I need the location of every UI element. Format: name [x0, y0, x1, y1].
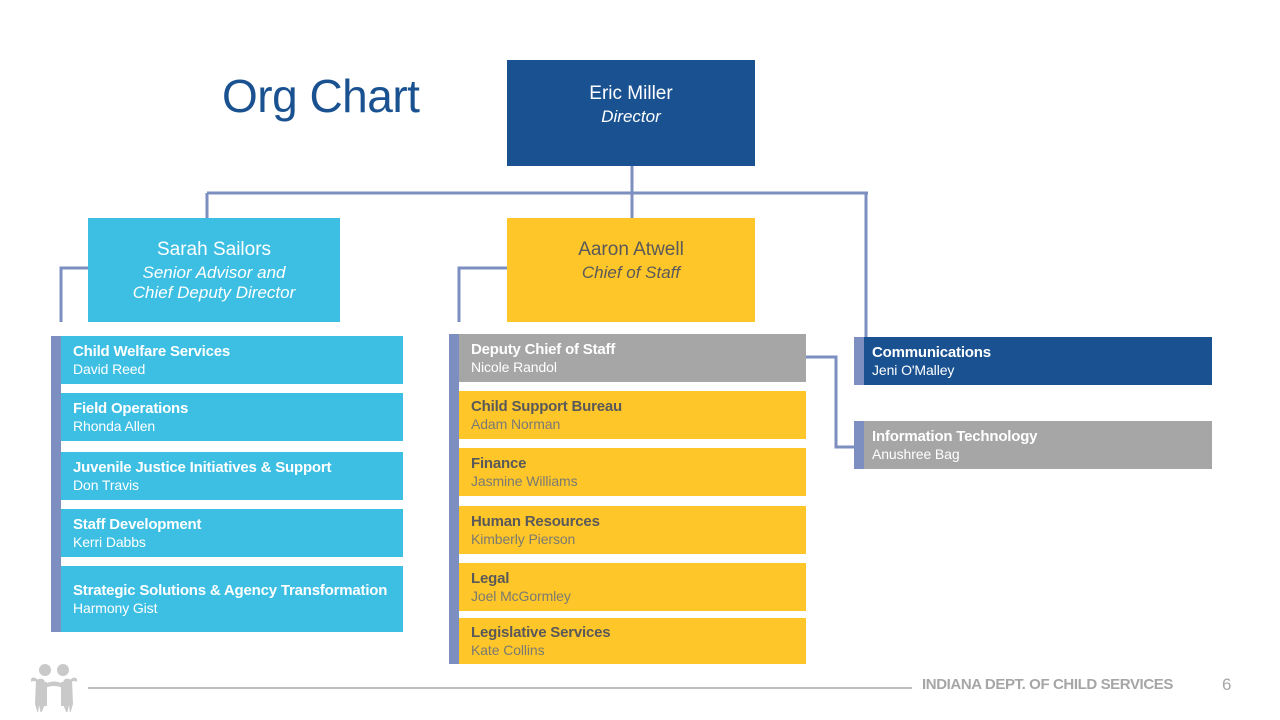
director-role: Director	[601, 107, 661, 126]
unit-title: Legislative Services	[471, 623, 611, 641]
unit-person: Don Travis	[73, 476, 139, 493]
unit-person: Kimberly Pierson	[471, 530, 576, 547]
node-director[interactable]: Eric Miller Director	[507, 60, 755, 166]
unit-title: Legal	[471, 569, 510, 587]
page-number: 6	[1222, 675, 1232, 694]
unit-title: Communications	[872, 343, 991, 361]
unit-person: Jeni O'Malley	[872, 361, 955, 378]
chief-of-staff-name: Aaron Atwell	[578, 239, 684, 260]
unit-title: Child Welfare Services	[73, 342, 231, 360]
senior-advisor-role-line1: Senior Advisor and	[142, 263, 286, 282]
unit-title: Juvenile Justice Initiatives & Support	[73, 458, 332, 476]
unit-title: Field Operations	[73, 399, 189, 417]
unit-title: Child Support Bureau	[471, 397, 622, 415]
unit-title: Finance	[471, 454, 527, 472]
unit-person: Anushree Bag	[872, 445, 960, 462]
unit-bar[interactable]: Strategic Solutions & Agency Transformat…	[61, 566, 403, 632]
unit-person: Rhonda Allen	[73, 417, 156, 434]
unit-person: Nicole Randol	[471, 358, 557, 375]
unit-person: Jasmine Williams	[471, 472, 578, 489]
node-chief-of-staff[interactable]: Aaron Atwell Chief of Staff	[507, 218, 755, 322]
two-people-logo	[31, 664, 77, 712]
unit-title: Deputy Chief of Staff	[471, 340, 616, 358]
middle-column-rail	[449, 334, 459, 664]
unit-title: Human Resources	[471, 512, 600, 530]
left-column-rail	[51, 336, 61, 632]
unit-person: Joel McGormley	[471, 587, 571, 604]
senior-advisor-name: Sarah Sailors	[156, 239, 272, 260]
unit-person: David Reed	[73, 360, 146, 377]
unit-person: Harmony Gist	[73, 599, 158, 616]
unit-title: Information Technology	[872, 427, 1038, 445]
footer-organization: INDIANA DEPT. OF CHILD SERVICES	[922, 676, 1173, 693]
unit-person: Kerri Dabbs	[73, 533, 146, 550]
footer-divider	[88, 687, 912, 689]
unit-person: Kate Collins	[471, 641, 545, 658]
unit-bar-accent	[854, 337, 864, 385]
unit-bar-accent	[854, 421, 864, 469]
director-name: Eric Miller	[589, 83, 673, 104]
unit-title: Strategic Solutions & Agency Transformat…	[73, 581, 388, 599]
senior-advisor-role-line2: Chief Deputy Director	[132, 283, 296, 302]
node-senior-advisor[interactable]: Sarah Sailors Senior Advisor and Chief D…	[88, 218, 340, 322]
unit-title: Staff Development	[73, 515, 202, 533]
unit-person: Adam Norman	[471, 415, 561, 432]
chief-of-staff-role: Chief of Staff	[581, 263, 681, 282]
page-title: Org Chart	[222, 70, 420, 122]
